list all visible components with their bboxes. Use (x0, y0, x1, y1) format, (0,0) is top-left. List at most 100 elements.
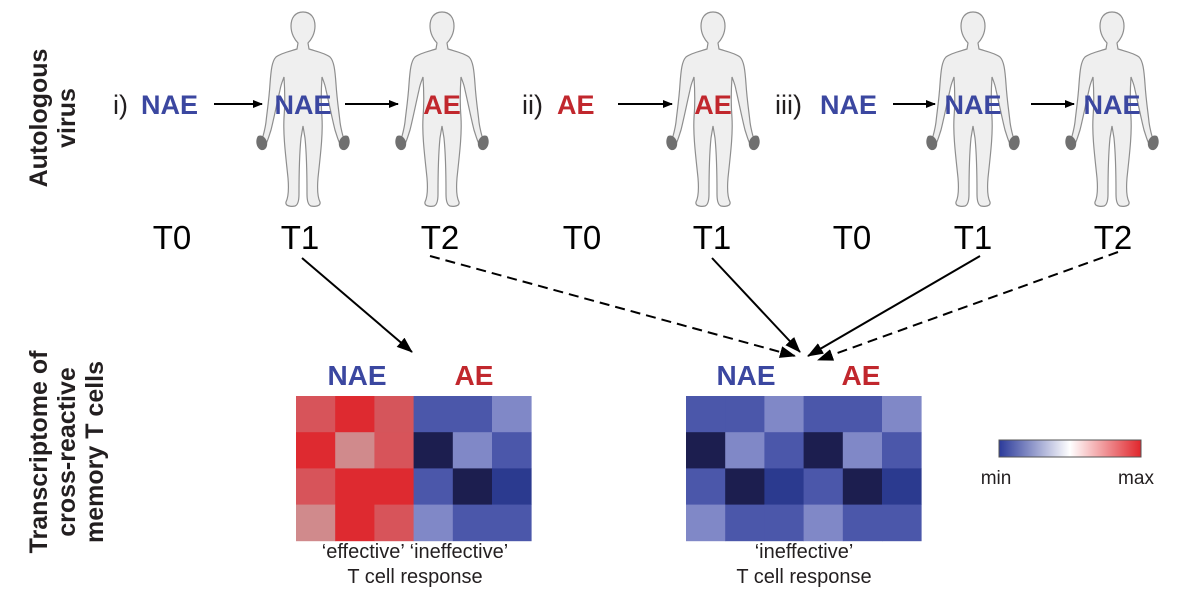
heatmap-effective: NAE AE ‘effective’ ‘ineffective’ T cell … (296, 360, 532, 588)
dashed-arrow (429, 255, 796, 358)
heatmap-caption-top: ‘ineffective’ (755, 541, 854, 563)
heatmap-cell (842, 432, 883, 469)
heatmap-cell (452, 396, 493, 433)
heatmap-cell (764, 432, 804, 469)
row-label-autologous-virus: Autologous virus (25, 49, 81, 188)
color-scale-min-label: min (981, 468, 1012, 489)
heatmap-cell (725, 396, 765, 433)
heatmap-cell (296, 432, 336, 469)
heatmap-cell (492, 432, 532, 469)
heatmap-cell (842, 396, 883, 433)
heatmap-cell (374, 468, 414, 505)
heatmap-cell (492, 396, 532, 433)
heatmap-cell (882, 504, 922, 542)
scenario-label: ii) (522, 90, 543, 120)
heatmap-caption-top: ‘effective’ ‘ineffective’ (322, 541, 508, 563)
heatmap-cell (686, 468, 726, 505)
timepoint-label: T1 (281, 219, 320, 256)
virus-tag-ae: AE (694, 90, 732, 120)
virus-tag-nae: NAE (274, 90, 331, 120)
solid-arrow (711, 257, 801, 353)
scenario-label: iii) (775, 90, 802, 120)
timepoint-labels: T0 T1 T2 T0 T1 T0 T1 T2 (153, 219, 1133, 256)
connector-arrows (301, 251, 1119, 361)
heatmap-cell (803, 468, 844, 505)
heatmap-cell (335, 432, 375, 469)
virus-tag-nae: NAE (1083, 90, 1140, 120)
heatmap-cell (803, 396, 844, 433)
row-label-bottom-line1: Transcriptome of (25, 350, 53, 553)
heatmap-cell (882, 468, 922, 505)
heatmap-cell (725, 468, 765, 505)
heatmap-group-label-ae: AE (455, 360, 494, 391)
heatmap-cell (686, 504, 726, 542)
scenario-ii: ii) AE AE (522, 90, 732, 120)
heatmap-cell (842, 468, 883, 505)
heatmap-cell (335, 468, 375, 505)
row-label-top-line2: virus (53, 88, 81, 148)
heatmap-cell (296, 504, 336, 542)
heatmap-cells (686, 396, 922, 542)
heatmap-cell (452, 432, 493, 469)
virus-tag-nae: NAE (820, 90, 877, 120)
scenario-iii: iii) NAE NAE NAE (775, 90, 1141, 120)
heatmap-cells (296, 396, 532, 542)
row-label-bottom-line3: memory T cells (81, 361, 109, 543)
heatmap-ineffective: NAE AE ‘ineffective’ T cell response (686, 360, 922, 588)
heatmap-cell (686, 432, 726, 469)
virus-tag-ae: AE (557, 90, 595, 120)
heatmap-cell (492, 504, 532, 542)
heatmap-group-label-ae: AE (842, 360, 881, 391)
heatmap-cell (335, 396, 375, 433)
heatmap-cell (492, 468, 532, 505)
timepoint-label: T2 (421, 219, 460, 256)
color-scale-bar (998, 439, 1142, 458)
heatmap-cell (374, 504, 414, 542)
heatmap-cell (725, 432, 765, 469)
heatmap-caption-bottom: T cell response (736, 566, 871, 588)
timepoint-label: T0 (563, 219, 602, 256)
heatmap-cell (764, 396, 804, 433)
color-scale-max-label: max (1118, 468, 1154, 489)
heatmap-cell (413, 468, 454, 505)
heatmap-caption-bottom: T cell response (347, 566, 482, 588)
heatmap-cell (725, 504, 765, 542)
row-label-top-line1: Autologous (25, 49, 53, 188)
timepoint-label: T0 (153, 219, 192, 256)
solid-arrow (301, 257, 413, 353)
heatmap-cell (296, 468, 336, 505)
heatmap-cell (882, 432, 922, 469)
solid-arrow (807, 255, 981, 357)
row-label-bottom-line2: cross-reactive (53, 367, 81, 537)
heatmap-group-label-nae: NAE (327, 360, 386, 391)
heatmap-cell (335, 504, 375, 542)
timepoint-label: T0 (833, 219, 872, 256)
heatmap-cell (803, 432, 844, 469)
heatmap-cell (296, 396, 336, 433)
timepoint-label: T1 (693, 219, 732, 256)
heatmap-cell (764, 468, 804, 505)
heatmap-cell (452, 504, 493, 542)
heatmap-group-label-nae: NAE (716, 360, 775, 391)
heatmap-cell (374, 396, 414, 433)
scenario-i: i) NAE NAE AE (113, 90, 461, 120)
heatmap-cell (764, 504, 804, 542)
heatmap-cell (413, 432, 454, 469)
timepoint-label: T1 (954, 219, 993, 256)
virus-tag-nae: NAE (141, 90, 198, 120)
virus-tag-nae: NAE (944, 90, 1001, 120)
virus-tag-ae: AE (423, 90, 461, 120)
heatmap-cell (413, 396, 454, 433)
heatmap-cell (413, 504, 454, 542)
scenario-label: i) (113, 90, 128, 120)
dashed-arrow (817, 251, 1119, 361)
heatmap-cell (842, 504, 883, 542)
heatmap-cell (882, 396, 922, 433)
color-scale-legend: min max (981, 439, 1154, 489)
heatmap-cell (686, 396, 726, 433)
row-label-transcriptome: Transcriptome of cross-reactive memory T… (25, 350, 109, 553)
timepoint-label: T2 (1094, 219, 1133, 256)
heatmap-cell (374, 432, 414, 469)
heatmap-cell (452, 468, 493, 505)
